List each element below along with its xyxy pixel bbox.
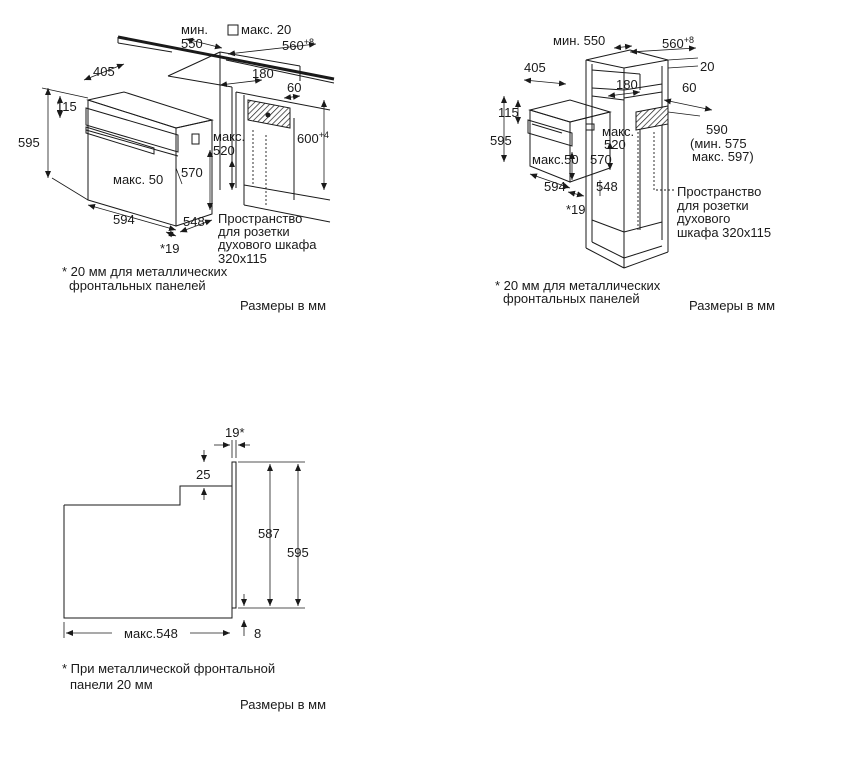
d2-socket-line-3: духового: [677, 211, 730, 226]
d1-560: 560+8: [282, 37, 314, 53]
d2-min550: мин. 550: [553, 33, 605, 48]
d1-594: 594: [113, 212, 135, 227]
d2-20: 20: [700, 59, 714, 74]
d1-520: 520: [213, 143, 235, 158]
d3-max548: макс.548: [124, 626, 178, 641]
d1-405: 405: [93, 64, 115, 79]
d1-548: 548: [183, 214, 205, 229]
diagram-tall-cabinet: мин. 550 560+8 20 405 180 60 115 590 (ми…: [490, 33, 775, 313]
d1-socket-line-2: для розетки: [218, 224, 290, 239]
oven-side-profile: [63, 461, 237, 619]
oven-2: [527, 99, 612, 183]
d2-520: 520: [604, 137, 626, 152]
d1-min-label: мин.: [181, 22, 208, 37]
d3-25: 25: [196, 467, 210, 482]
d2-socket-line-4: шкафа 320x115: [677, 225, 771, 240]
diagram-side-section: 19* 25 587 595 макс.548 8 * При металлич…: [62, 425, 326, 712]
d1-570: 570: [181, 165, 203, 180]
socket-cable: [252, 130, 267, 205]
socket-space-2: [635, 105, 669, 131]
d2-570: 570: [590, 152, 612, 167]
socket-cable-2: [637, 132, 676, 232]
d2-115: 115: [498, 105, 519, 120]
countertop: [117, 35, 335, 84]
d2-max50: макс.50: [532, 152, 579, 167]
d2-60: 60: [682, 80, 696, 95]
d1-19: *19: [160, 241, 180, 256]
d2-405: 405: [524, 60, 546, 75]
d1-595: 595: [18, 135, 40, 150]
d2-560: 560+8: [662, 35, 694, 51]
d1-180: 180: [252, 66, 274, 81]
d1-footnote-line-2: фронтальных панелей: [69, 278, 206, 293]
d3-8: 8: [254, 626, 261, 641]
d2-socket-line-1: Пространство: [677, 184, 761, 199]
d1-max-label: макс.: [213, 129, 245, 144]
d3-595: 595: [287, 545, 309, 560]
max20-square-icon: [227, 24, 239, 36]
d2-footnote-line-1: * 20 мм для металлических: [495, 278, 661, 293]
oven-top-step: [64, 485, 232, 506]
d1-min-value: 550: [181, 36, 203, 51]
d2-footnote-line-2: фронтальных панелей: [503, 291, 640, 306]
d2-590-min: (мин. 575: [690, 136, 747, 151]
d3-587: 587: [258, 526, 280, 541]
d1-units: Размеры в мм: [240, 298, 326, 313]
d2-594: 594: [544, 179, 566, 194]
d2-19: *19: [566, 202, 586, 217]
d2-548: 548: [596, 179, 618, 194]
d2-595: 595: [490, 133, 512, 148]
d1-socket-line-1: Пространство: [218, 211, 302, 226]
d3-19: 19*: [225, 425, 245, 440]
d3-units: Размеры в мм: [240, 697, 326, 712]
diagram-under-counter: мин. 550 макс. 20 560+8 405 180 60 115 5…: [18, 22, 335, 313]
d3-footnote-line-1: * При металлической фронтальной: [62, 661, 275, 676]
d2-590-max: макс. 597): [692, 149, 754, 164]
d1-60: 60: [287, 80, 301, 95]
d2-socket-line-2: для розетки: [677, 198, 749, 213]
d1-footnote-line-1: * 20 мм для металлических: [62, 264, 228, 279]
max548-bg: [112, 625, 190, 641]
d1-115: 115: [56, 99, 77, 114]
d1-socket-line-3: духового шкафа: [218, 237, 317, 252]
oven-1: [85, 91, 214, 227]
d2-590: 590: [706, 122, 728, 137]
d2-max-label: макс.: [602, 124, 634, 139]
tall-cabinet: [585, 49, 669, 269]
d2-180: 180: [616, 77, 638, 92]
d1-600: 600+4: [297, 130, 329, 146]
d1-max20: макс. 20: [241, 22, 291, 37]
d2-units: Размеры в мм: [689, 298, 775, 313]
socket-icon: [265, 112, 271, 118]
d3-footnote-line-2: панели 20 мм: [70, 677, 153, 692]
d1-socket-line-4: 320x115: [218, 251, 267, 266]
d1-max50: макс. 50: [113, 172, 163, 187]
